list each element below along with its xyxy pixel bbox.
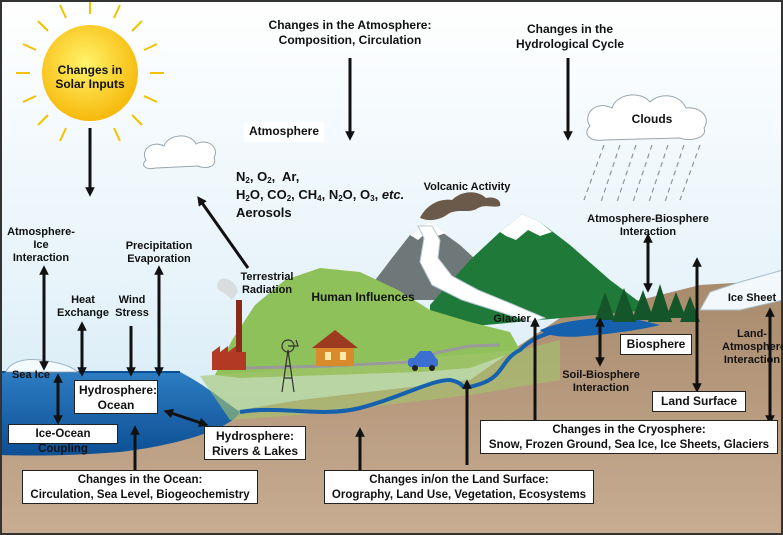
precip-evap-label: Precipitation Evaporation <box>125 240 193 265</box>
volcanic-plume <box>420 192 501 221</box>
aerosols-label: Aerosols <box>236 205 292 220</box>
atmos-bio-label: Atmosphere-Biosphere Interaction <box>587 213 709 238</box>
sun <box>16 0 164 146</box>
atmosphere-ice-label: Atmosphere- Ice Interaction <box>7 226 75 264</box>
heat-exchange-label: Heat Exchange <box>57 294 109 319</box>
glacier-shape <box>417 225 547 323</box>
clouds-label: Clouds <box>631 112 673 126</box>
terrestrial-radiation-label: Terrestrial Radiation <box>240 271 294 296</box>
windmill <box>281 339 299 393</box>
solar-inputs-label: Changes in Solar Inputs <box>55 63 125 91</box>
forest <box>595 284 700 322</box>
ice-sheet-label: Ice Sheet <box>727 292 777 304</box>
ocean-changes-label: Changes in the Ocean: Circulation, Sea L… <box>22 470 258 504</box>
house <box>312 330 358 366</box>
gases-line-2: H2O, CO2, CH4, N2O, O3, etc. <box>236 187 405 203</box>
rain <box>583 144 701 206</box>
human-influences-label: Human Influences <box>311 290 415 304</box>
small-cloud <box>143 135 216 169</box>
rain-cloud <box>586 94 707 141</box>
land-atmos-label: Land- Atmosphere Interaction <box>722 328 783 366</box>
soil-bio-label: Soil-Biosphere Interaction <box>562 369 640 394</box>
atmosphere-label: Atmosphere <box>244 122 324 142</box>
arrows <box>39 58 775 470</box>
rivers-ocean-arrow <box>163 408 209 428</box>
ice-ocean-coupling-label: Ice-Ocean Coupling <box>8 424 118 455</box>
land-changes-label: Changes in/on the Land Surface: Orograph… <box>324 470 594 504</box>
terrestrial-radiation-arrow <box>197 196 250 269</box>
lowland <box>200 340 560 420</box>
ice-sheet-shape <box>699 269 783 311</box>
cryosphere-changes-label: Changes in the Cryosphere: Snow, Frozen … <box>480 420 778 454</box>
factory <box>212 278 246 370</box>
hydrosphere-rivers-label: Hydrosphere: Rivers & Lakes <box>204 426 306 460</box>
land-surface-label: Land Surface <box>652 391 746 412</box>
hydrosphere-ocean-label: Hydrosphere: Ocean <box>74 380 158 414</box>
biosphere-label: Biosphere <box>620 334 692 355</box>
wind-stress-label: Wind Stress <box>115 294 149 319</box>
glacier-label: Glacier <box>493 313 531 325</box>
car <box>408 351 438 371</box>
green-mountain-snow <box>500 214 552 240</box>
sea-ice-label: Sea Ice <box>12 369 50 381</box>
hydro-cycle-label: Changes in the Hydrological Cycle <box>515 22 625 51</box>
gases-line-1: N2, O2, Ar, <box>236 169 300 185</box>
atmosphere-changes-label: Changes in the Atmosphere: Composition, … <box>268 18 432 47</box>
river <box>239 328 561 414</box>
volcanic-label: Volcanic Activity <box>423 181 511 193</box>
